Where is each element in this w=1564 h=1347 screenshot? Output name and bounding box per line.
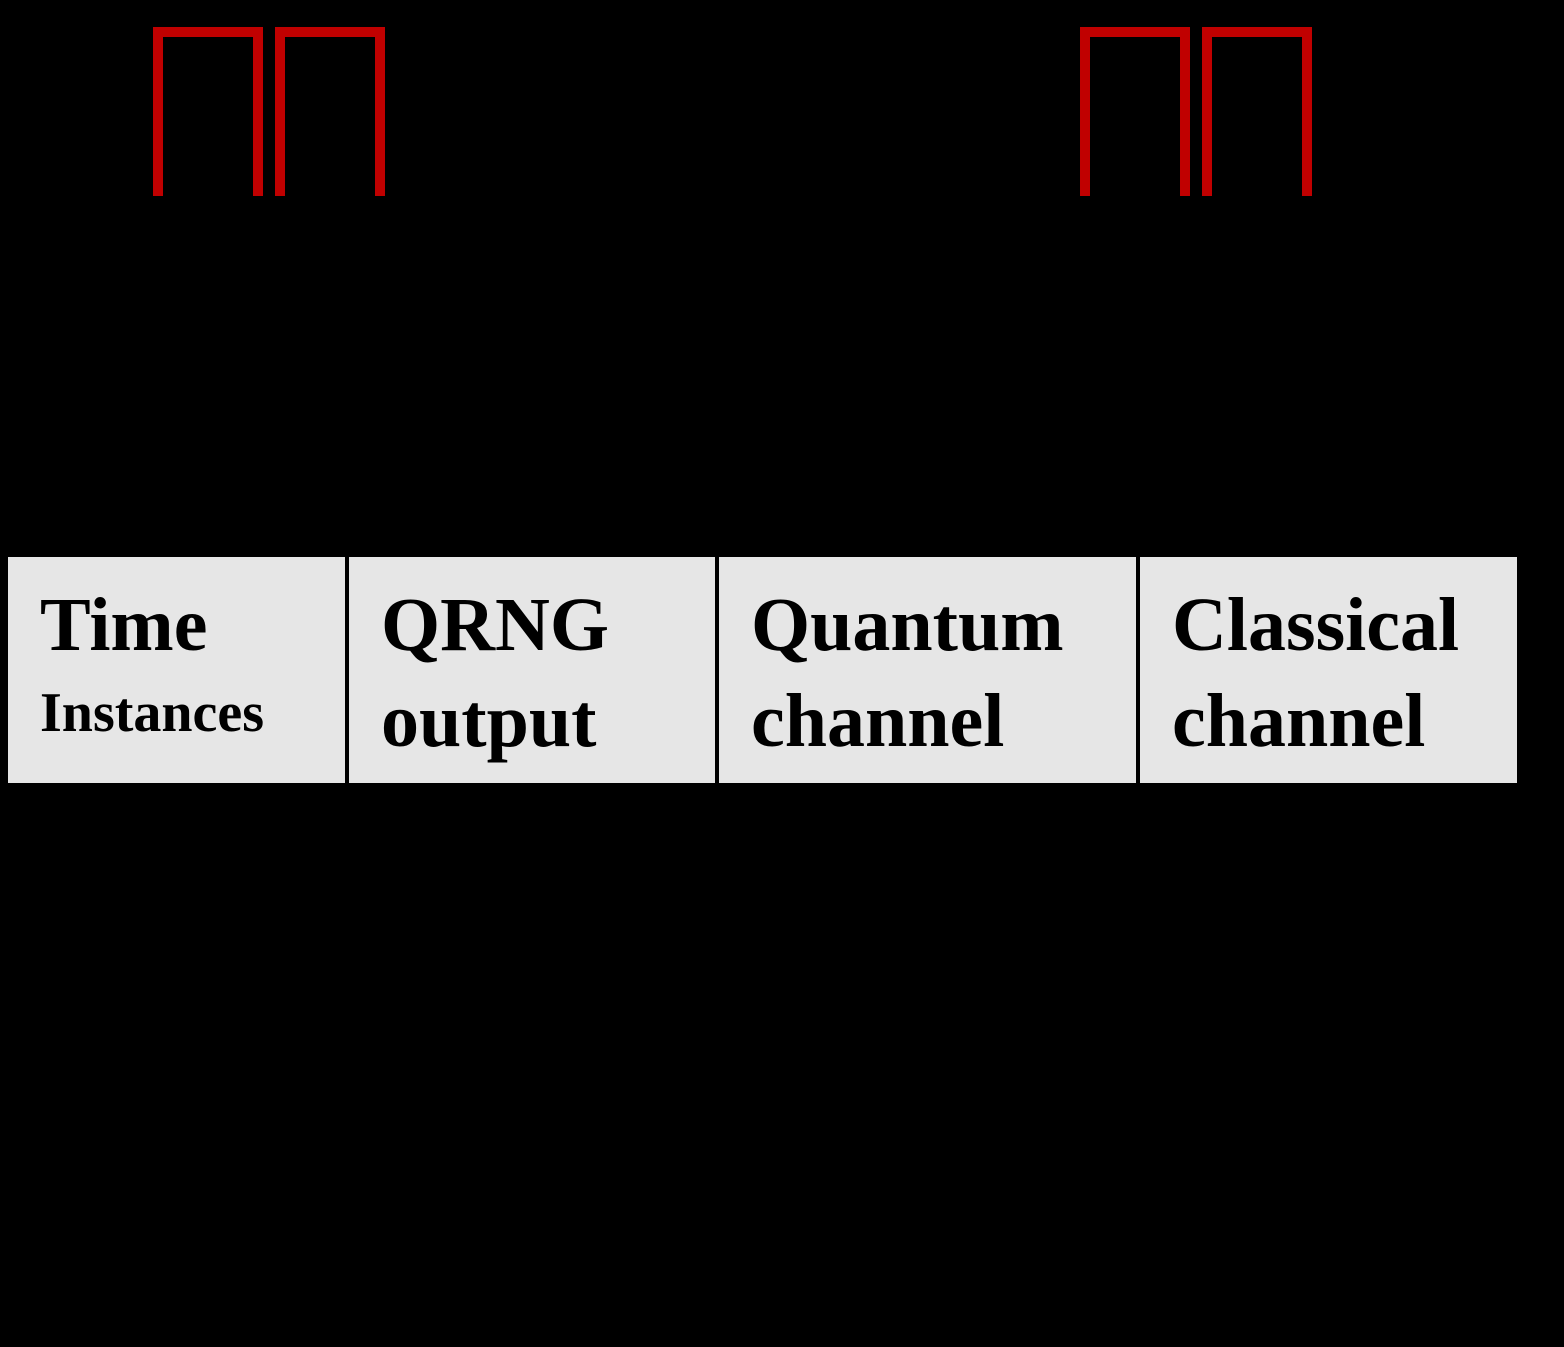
column-quantum-title: Quantum bbox=[751, 583, 1064, 667]
pulse-right-2 bbox=[1202, 27, 1312, 196]
pulse-right-1 bbox=[1080, 27, 1190, 196]
column-quantum-channel: Quantum channel bbox=[719, 557, 1136, 783]
pulse-pair-right bbox=[1080, 27, 1312, 196]
column-classical-subtitle: channel bbox=[1172, 679, 1426, 763]
column-classical-title: Classical bbox=[1172, 583, 1460, 667]
column-classical-channel: Classical channel bbox=[1140, 557, 1517, 783]
column-time-instances: Time Instances bbox=[8, 557, 345, 783]
pulse-left-2 bbox=[275, 27, 385, 196]
column-qrng-title: QRNG bbox=[381, 583, 609, 667]
column-time-title: Time bbox=[40, 583, 208, 667]
column-quantum-subtitle: channel bbox=[751, 679, 1005, 763]
column-qrng-output: QRNG output bbox=[349, 557, 715, 783]
pulse-pair-left bbox=[153, 27, 385, 196]
pulse-left-1 bbox=[153, 27, 263, 196]
column-time-subtitle: Instances bbox=[40, 682, 265, 744]
column-qrng-subtitle: output bbox=[381, 679, 597, 763]
header-table-row: Time Instances QRNG output Quantum chann… bbox=[8, 557, 1517, 783]
